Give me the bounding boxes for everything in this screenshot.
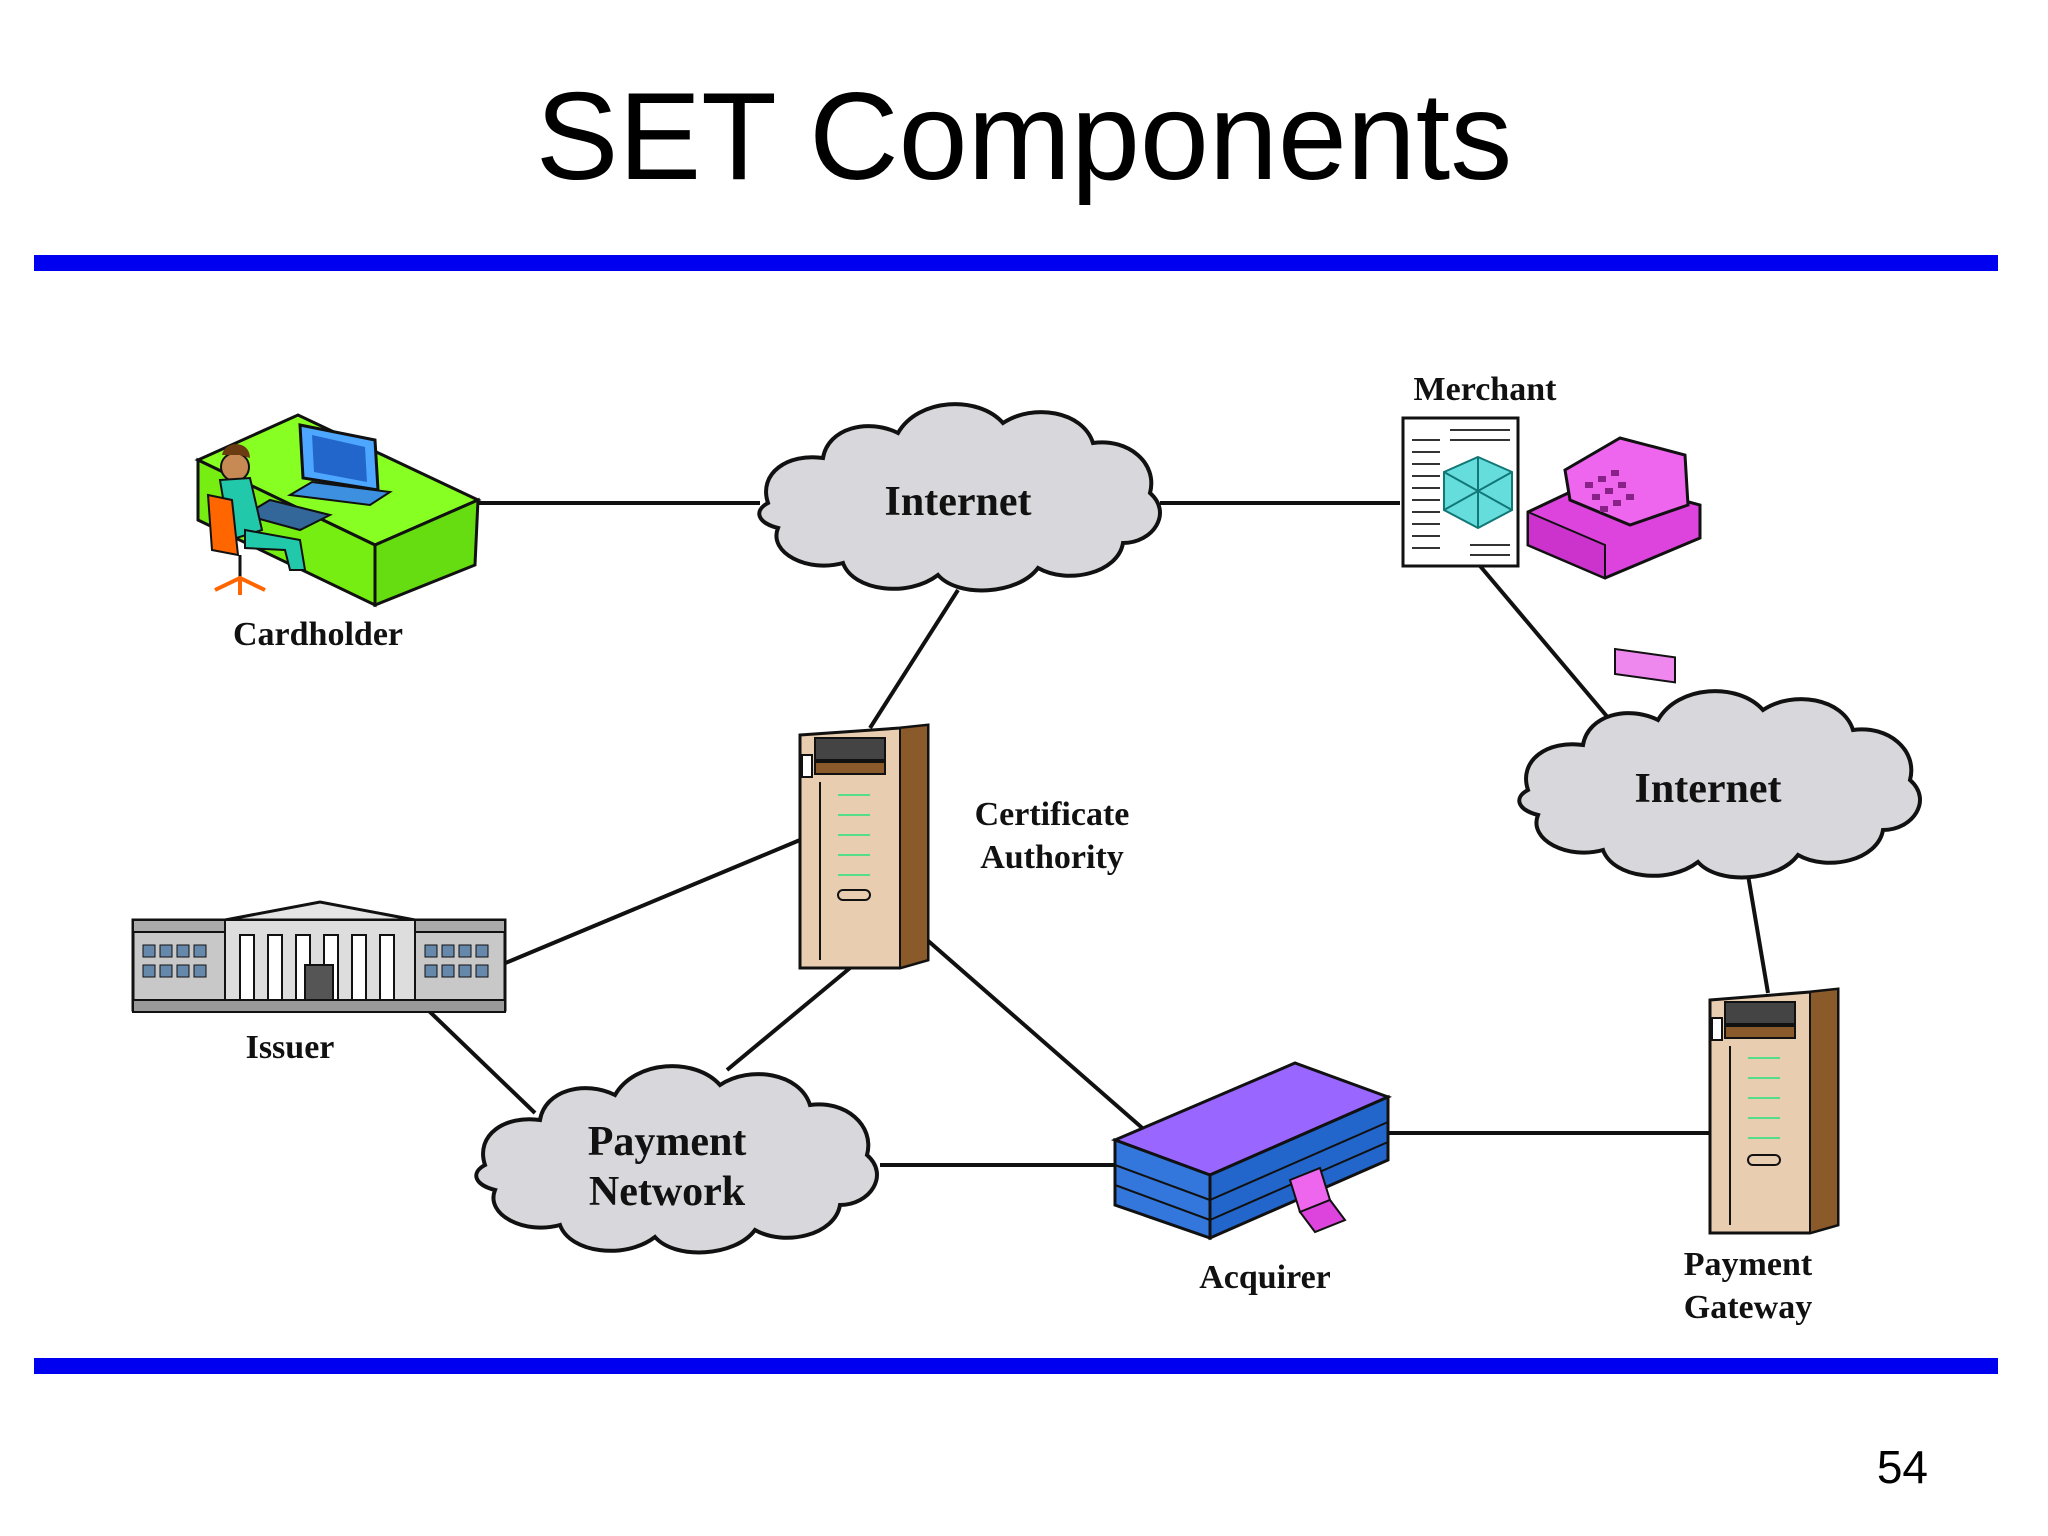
merchant-icon: Merchant [1401, 371, 1702, 684]
gateway-label-2: Gateway [1684, 1289, 1812, 1326]
ca-label-1: Certificate [975, 796, 1130, 833]
internet-top-label: Internet [885, 479, 1032, 525]
top-rule [34, 255, 1998, 271]
cardholder-label: Cardholder [233, 616, 403, 653]
certificate-authority-icon: Certificate Authority [798, 723, 1130, 970]
link-internet-gateway [1746, 874, 1770, 994]
issuer-label: Issuer [246, 1029, 335, 1066]
link-issuer-paynet [426, 1008, 537, 1115]
payment-network-label-1: Payment [588, 1119, 747, 1165]
page-number: 54 [1876, 1441, 1928, 1493]
link-ca-paynet [725, 966, 852, 1072]
acquirer-icon: Acquirer [1110, 1061, 1393, 1296]
payment-gateway-icon: Payment Gateway [1684, 987, 1840, 1326]
ca-label-2: Authority [980, 839, 1124, 876]
link-ca-acquirer [916, 930, 1150, 1135]
slide-title: SET Components [535, 68, 1513, 206]
acquirer-label: Acquirer [1199, 1259, 1331, 1296]
bottom-rule [34, 1358, 1998, 1374]
payment-network-label-2: Network [589, 1169, 746, 1215]
issuer-icon: Issuer [131, 900, 507, 1066]
internet-cloud-right: Internet [1517, 689, 1922, 880]
link-issuer-ca [502, 838, 801, 966]
gateway-label-1: Payment [1684, 1246, 1813, 1283]
payment-network-cloud: Payment Network [474, 1064, 879, 1255]
merchant-label: Merchant [1414, 371, 1558, 408]
link-internet-ca [868, 588, 960, 730]
internet-cloud-top: Internet [757, 402, 1162, 593]
connection-lines [426, 501, 1770, 1167]
internet-right-label: Internet [1635, 766, 1782, 812]
link-merchant-internet [1473, 558, 1612, 722]
cardholder-icon: Cardholder [194, 413, 482, 653]
